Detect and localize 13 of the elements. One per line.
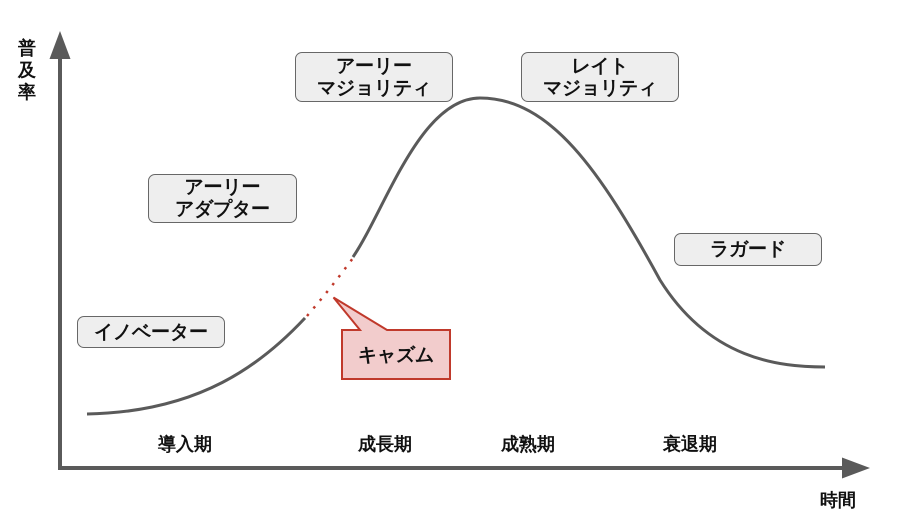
x-axis-title: 時間 [820, 490, 856, 512]
adopter-category-label: アーリーマジョリティ [295, 52, 453, 102]
adopter-category-label: レイトマジョリティ [521, 52, 679, 102]
adopter-category-label: アーリーアダプター [148, 174, 297, 223]
adopter-category-label: イノベーター [77, 316, 225, 348]
phase-label: 成熟期 [501, 434, 555, 456]
phase-label: 衰退期 [663, 434, 717, 456]
phase-label: 成長期 [358, 434, 412, 456]
y-axis-title: 普及率 [18, 38, 36, 104]
adopter-category-label: ラガード [674, 233, 822, 266]
phase-label: 導入期 [158, 434, 212, 456]
callout-text: キャズム [358, 344, 434, 366]
callout-bubble [332, 296, 452, 381]
